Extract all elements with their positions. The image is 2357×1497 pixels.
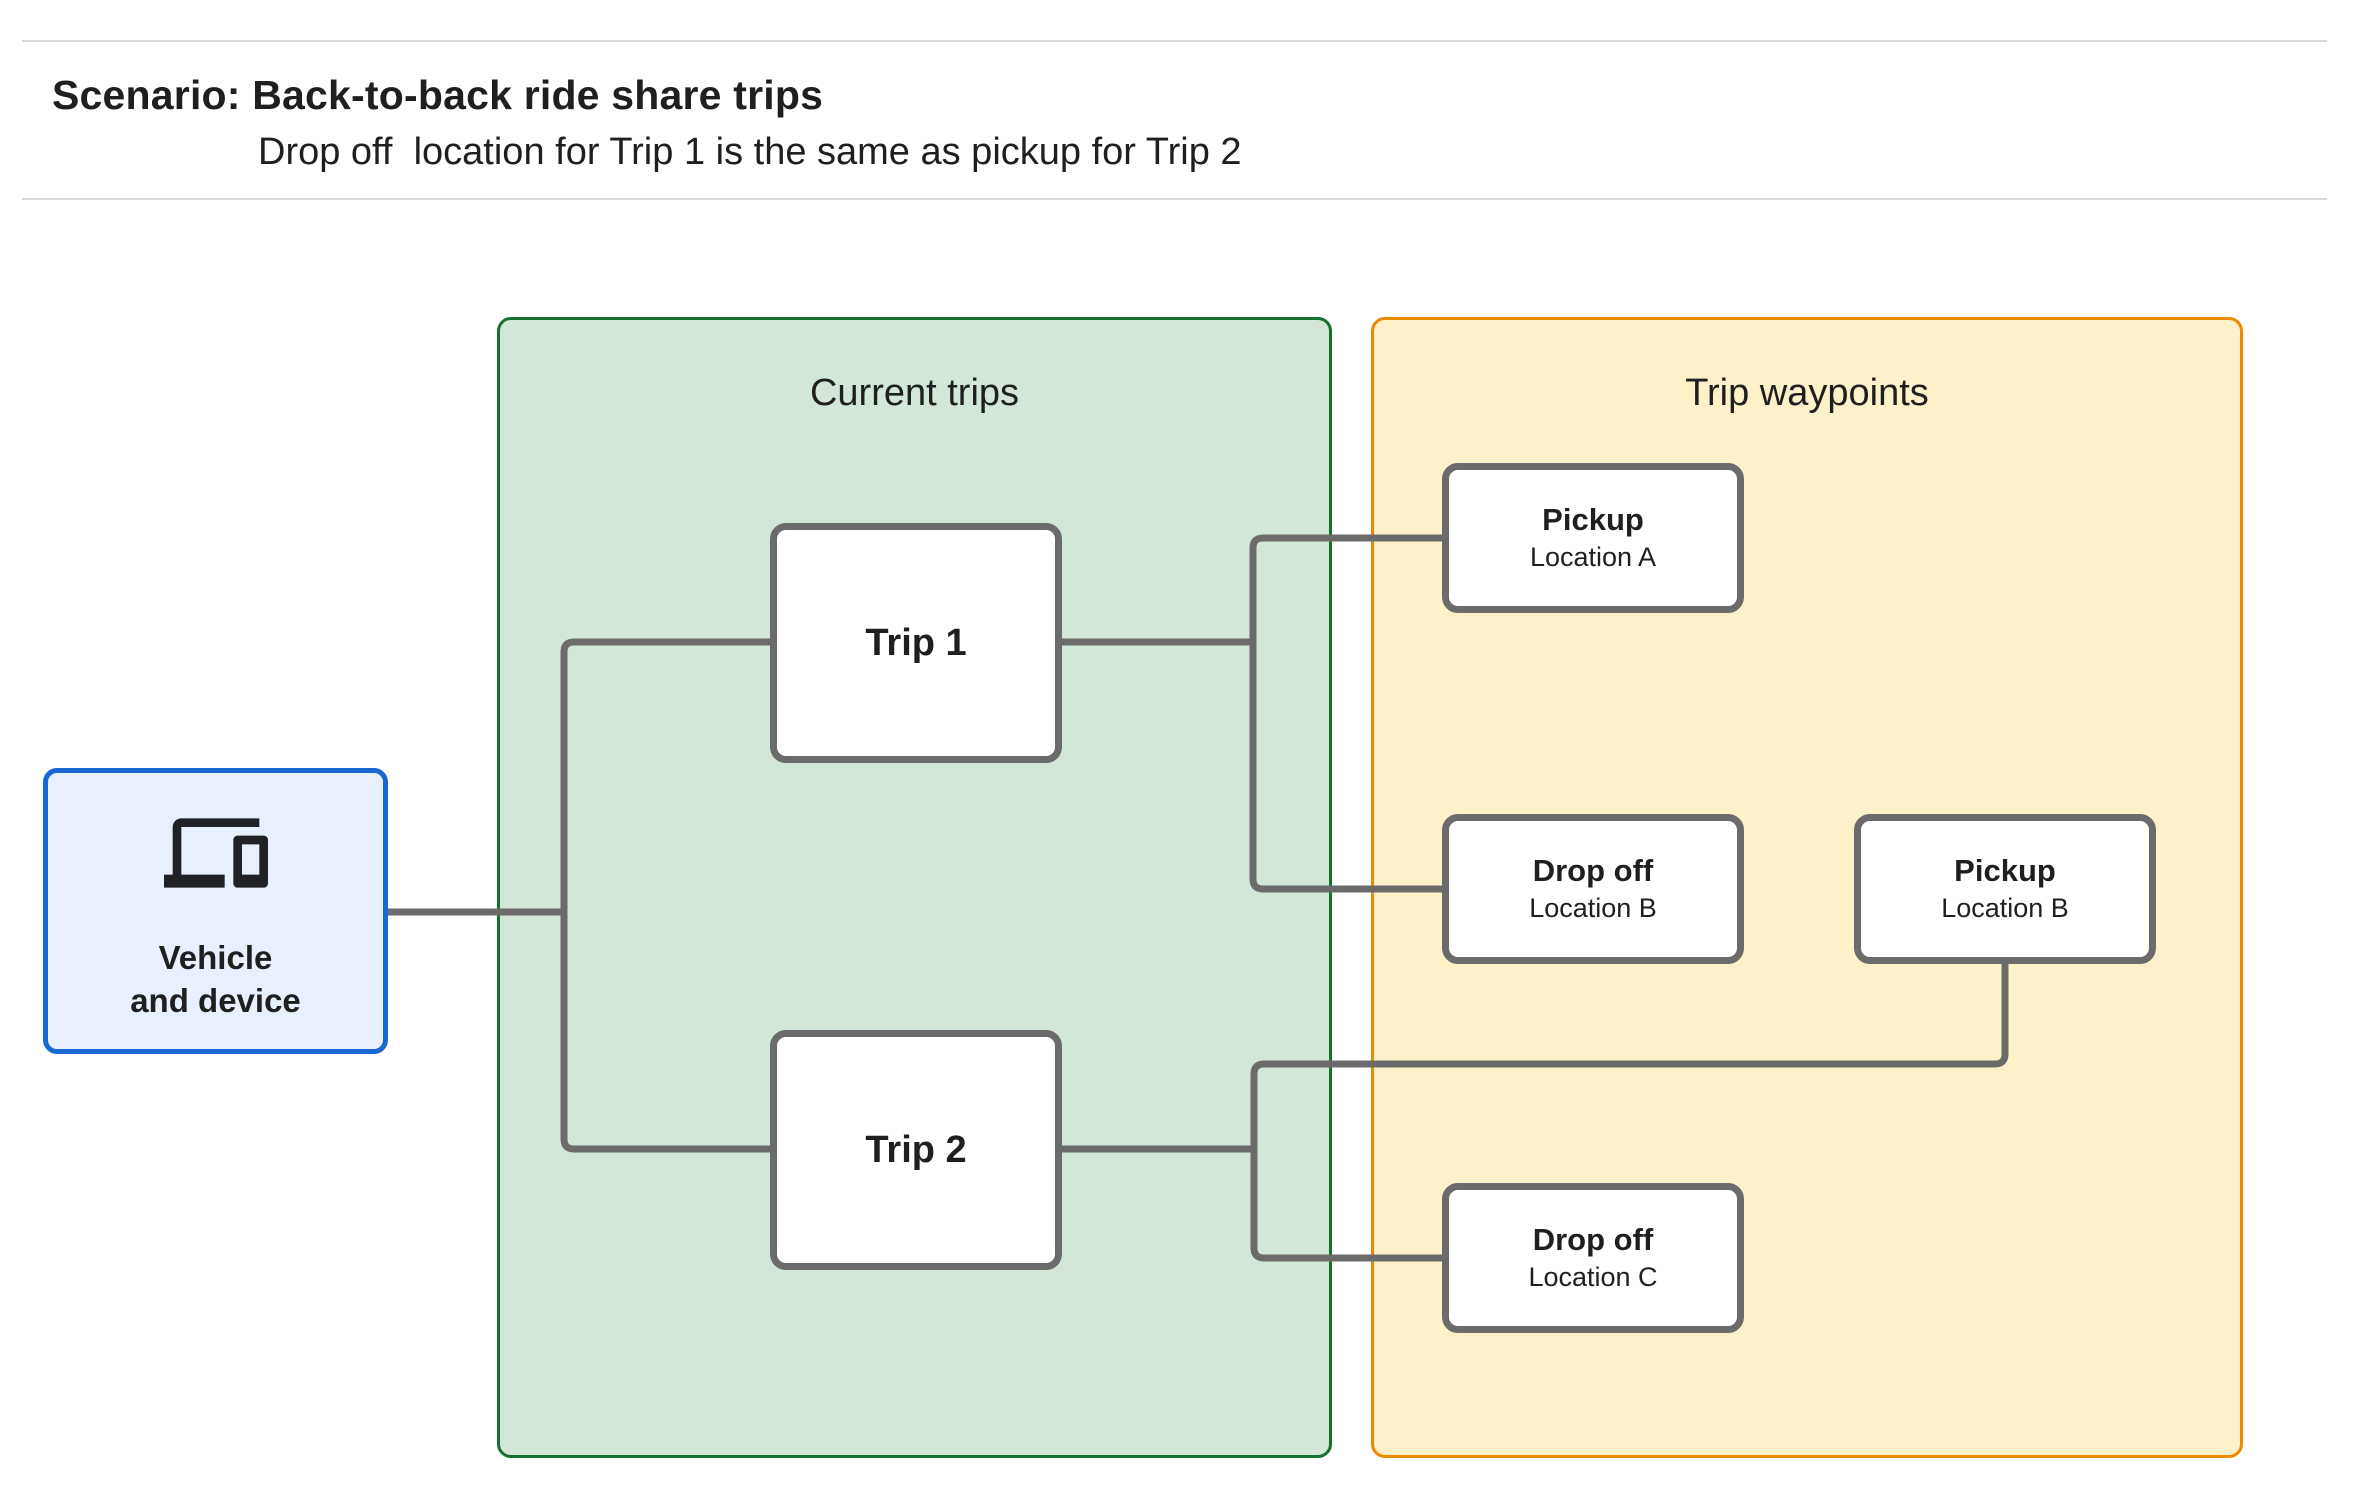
devices-icon [163, 818, 268, 888]
dropoff-b-title: Drop off [1532, 853, 1654, 889]
page-title: Scenario: Back-to-back ride share trips [52, 72, 824, 118]
divider-bottom [22, 198, 2327, 200]
trip-2-label: Trip 2 [865, 1128, 967, 1171]
vehicle-label: Vehicle and device [130, 937, 301, 1023]
node-dropoff-location-c: Drop off Location C [1442, 1183, 1744, 1333]
divider-top [22, 40, 2327, 42]
node-vehicle-and-device: Vehicle and device [43, 768, 388, 1054]
dropoff-b-subtitle: Location B [1529, 892, 1657, 923]
dropoff-c-title: Drop off [1532, 1222, 1654, 1258]
node-trip-1: Trip 1 [770, 523, 1062, 763]
pickup-b-title: Pickup [1954, 853, 2056, 889]
pickup-a-subtitle: Location A [1529, 541, 1657, 572]
trip-1-label: Trip 1 [865, 621, 967, 664]
group-current-trips-label: Current trips [809, 372, 1020, 414]
node-pickup-location-a: Pickup Location A [1442, 463, 1744, 613]
edge-trip1-waypoints [1249, 534, 1442, 893]
node-trip-2: Trip 2 [770, 1030, 1062, 1270]
pickup-b-subtitle: Location B [1941, 892, 2069, 923]
vehicle-label-line1: Vehicle [158, 939, 273, 977]
node-pickup-location-b: Pickup Location B [1854, 814, 2156, 964]
group-trip-waypoints-label: Trip waypoints [1685, 372, 1929, 414]
edge-trip2-waypoints [1250, 964, 2009, 1262]
page-subtitle: Drop off location for Trip 1 is the same… [258, 131, 1242, 173]
node-dropoff-location-b: Drop off Location B [1442, 814, 1744, 964]
vehicle-label-line2: and device [130, 982, 301, 1020]
dropoff-c-subtitle: Location C [1528, 1261, 1658, 1292]
pickup-a-title: Pickup [1542, 502, 1644, 538]
edge-trunk-trip1-trip2 [560, 638, 770, 1153]
